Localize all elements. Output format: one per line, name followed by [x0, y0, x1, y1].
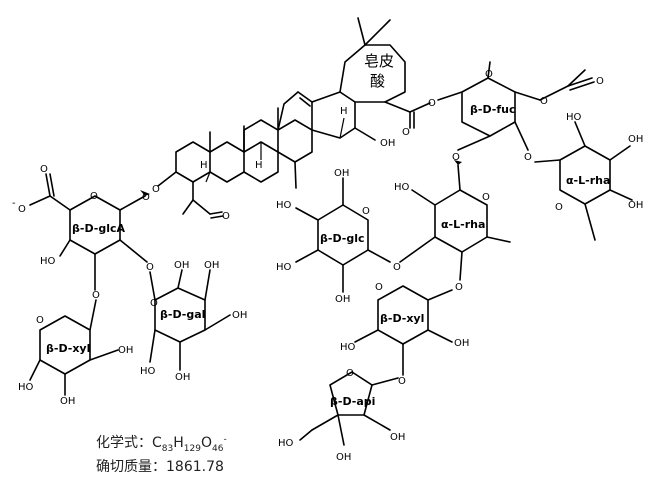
sugar-label-gal: β-D-gal	[160, 308, 205, 321]
formula-c: C	[152, 435, 162, 451]
atom-o: O	[92, 290, 100, 301]
ring-rha-top	[534, 121, 633, 241]
atom-o: O	[375, 282, 383, 293]
atom-oh: OH	[336, 452, 351, 463]
ring-e	[311, 91, 356, 139]
atom-ho: HO	[40, 256, 56, 267]
sugar-label-glc: β-D-glc	[320, 232, 365, 245]
ring-xyl1	[29, 299, 119, 396]
charge-minus: -	[12, 198, 16, 209]
atom-ho: HO	[276, 200, 292, 211]
formula-line: 化学式：C83H129O46-	[96, 432, 227, 454]
atom-oh: OH	[628, 134, 643, 145]
sugar-label-xyl2: β-D-xyl	[380, 312, 424, 325]
atom-o: O	[398, 376, 406, 387]
sugar-label-fuc: β-D-fuc	[470, 103, 515, 116]
atom-oh: OH	[174, 260, 189, 271]
atom-ho: HO	[18, 382, 34, 393]
atom-o: O	[540, 96, 548, 107]
atom-o: O	[40, 164, 48, 175]
atom-oh: OH	[204, 260, 219, 271]
atom-ho: HO	[340, 342, 356, 353]
aglycone-skeleton	[157, 17, 431, 219]
atom-o: O	[150, 298, 158, 309]
atom-ho: HO	[140, 366, 156, 377]
atom-oh: OH	[334, 168, 349, 179]
atom-o: O	[146, 262, 154, 273]
ring-api	[299, 371, 399, 446]
atom-o: O	[222, 211, 230, 222]
aglycone-name-line1: 皂皮	[364, 52, 394, 70]
atom-h: H	[200, 160, 208, 171]
formula-o-count: 46	[211, 443, 224, 454]
atom-oh: OH	[380, 138, 395, 149]
atom-o: O	[362, 206, 370, 217]
ring-fuc	[437, 61, 595, 151]
formula-label: 化学式：	[96, 435, 152, 451]
ring-glc	[295, 177, 391, 293]
ring-top	[339, 44, 406, 103]
mass-line: 确切质量：1861.78	[96, 456, 224, 476]
atom-oh: OH	[628, 200, 643, 211]
formula-charge: -	[223, 434, 227, 445]
sugar-label-glca: β-D-glcA	[72, 222, 126, 235]
ring-gal	[149, 269, 231, 371]
atom-o: O	[402, 127, 410, 138]
atom-o: O	[36, 315, 44, 326]
atom-ho: HO	[278, 438, 294, 449]
atom-o: O	[152, 184, 160, 195]
ring-d	[277, 119, 313, 163]
atom-oh: OH	[60, 396, 75, 407]
formula-o: O	[200, 435, 212, 451]
ring-glca	[29, 173, 148, 291]
atom-o: O	[90, 191, 98, 202]
sugar-label-api: β-D-api	[330, 395, 375, 408]
atom-o: O	[555, 202, 563, 213]
mass-value: 1861.78	[166, 459, 224, 475]
atom-o: O	[393, 262, 401, 273]
atom-oh: OH	[232, 310, 247, 321]
sugar-label-rha-mid: α-L-rha	[441, 218, 485, 231]
formula-h-count: 129	[183, 443, 201, 454]
atom-o: O	[452, 152, 460, 163]
atom-oh: OH	[175, 372, 190, 383]
atom-o: O	[428, 98, 436, 109]
atom-o: O	[142, 192, 150, 203]
atom-oh: OH	[454, 338, 469, 349]
atom-o-minus: O	[18, 204, 26, 215]
atom-o: O	[485, 69, 493, 80]
atom-h: H	[255, 160, 263, 171]
atom-o: O	[455, 282, 463, 293]
ring-rha-mid	[399, 164, 511, 281]
ring-xyl2	[354, 285, 453, 376]
atom-ho: HO	[394, 182, 410, 193]
formula-c-count: 83	[161, 443, 174, 454]
sugar-label-rha-top: α-L-rha	[566, 174, 610, 187]
atom-oh: OH	[335, 294, 350, 305]
atom-o: O	[596, 76, 604, 87]
sugar-label-xyl1: β-D-xyl	[46, 342, 90, 355]
formula-h: H	[173, 435, 184, 451]
atom-o: O	[346, 368, 354, 379]
atom-h: H	[340, 106, 348, 117]
atom-ho: HO	[276, 262, 292, 273]
atom-o: O	[524, 152, 532, 163]
ring-b	[209, 141, 245, 183]
mass-label: 确切质量：	[96, 459, 166, 475]
atom-oh: OH	[118, 345, 133, 356]
atom-oh: OH	[390, 432, 405, 443]
atom-ho: HO	[566, 112, 582, 123]
atom-o: O	[482, 192, 490, 203]
ring-c	[243, 141, 279, 183]
aglycone-name-line2: 酸	[370, 72, 385, 90]
